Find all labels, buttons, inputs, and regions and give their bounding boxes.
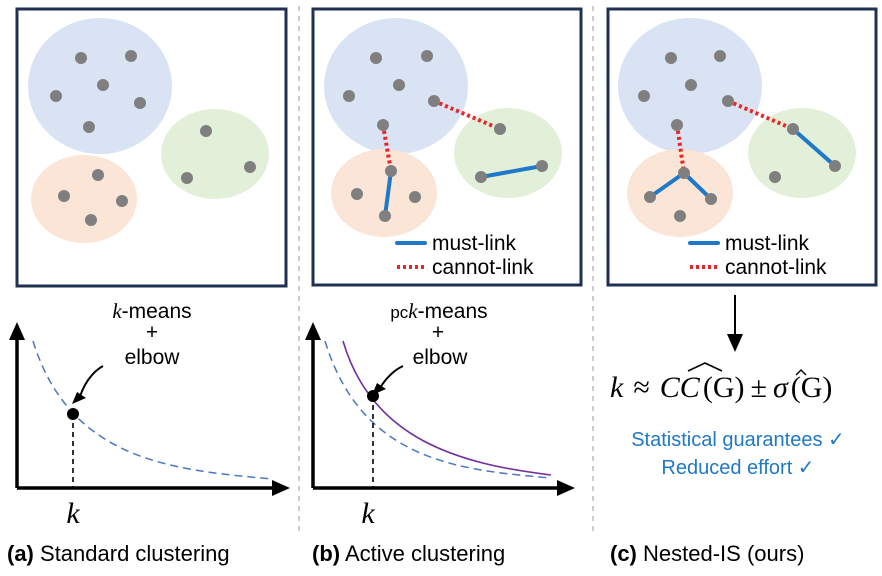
must-link-label: must-link (432, 232, 517, 255)
method-title-a: k-means (112, 299, 191, 323)
elbow-curve-a (32, 340, 274, 480)
estimate-formula: k≈CC(G)±σ(G) (610, 371, 832, 404)
cluster-orange-a (31, 155, 137, 243)
elbow-label-a: elbow (125, 346, 181, 369)
elbow-label-b: elbow (413, 346, 469, 369)
cluster-orange-b (331, 149, 437, 237)
guarantee-effort: Reduced effort ✓ (661, 457, 814, 479)
cluster-scatter-b: must-link cannot-link (311, 7, 583, 287)
panel-c: must-link cannot-link k≈CC(G)±σ(G) Stati… (606, 7, 878, 566)
method-title-b: pck-means (390, 299, 487, 323)
must-link-edge (648, 171, 686, 199)
must-link-label: must-link (725, 232, 810, 255)
constraint-links-c (648, 99, 837, 201)
must-link-edge (791, 127, 837, 168)
cc-hat (687, 362, 723, 372)
panel-b: must-link cannot-link pck-means + elbow … (305, 7, 583, 566)
cluster-green-c (748, 108, 856, 198)
cluster-scatter-c: must-link cannot-link (606, 7, 878, 287)
elbow-point-a (67, 408, 79, 420)
link-legend-b: must-link cannot-link (395, 232, 534, 279)
cluster-orange-c (627, 149, 733, 237)
plus-sign-a: + (146, 321, 158, 344)
cannot-link-label: cannot-link (432, 256, 534, 279)
cannot-link-label: cannot-link (725, 256, 827, 279)
caption-c: (c) Nested-IS (ours) (610, 541, 804, 566)
plot-axes-b (311, 335, 560, 490)
sigma-hat (795, 369, 807, 376)
elbow-pointer-b (378, 365, 404, 391)
panel-a: k-means + elbow k (a) Standard clusterin… (7, 7, 290, 566)
elbow-plot-b (305, 322, 575, 496)
down-arrow (727, 295, 743, 352)
cluster-green-b (454, 108, 562, 198)
elbow-plot-a (9, 322, 290, 496)
k-axis-label-a: k (66, 497, 80, 530)
link-legend-c: must-link cannot-link (688, 232, 827, 279)
must-link-edge (383, 169, 393, 218)
guarantee-statistical: Statistical guarantees ✓ (631, 429, 845, 451)
data-points-c (638, 50, 841, 222)
must-link-edge (682, 171, 713, 201)
constrained-curve-b (342, 340, 552, 476)
elbow-point-b (367, 390, 379, 402)
elbow-pointer-a (78, 365, 104, 401)
caption-b: (b) Active clustering (312, 541, 505, 566)
plot-axes-a (15, 335, 276, 490)
data-points-b (343, 50, 548, 222)
cannot-link-edge (675, 124, 686, 174)
cannot-link-edge (381, 124, 393, 172)
must-link-edge (479, 164, 544, 179)
caption-a: (a) Standard clustering (7, 541, 230, 566)
data-points-a (50, 50, 256, 226)
constraint-links-b (381, 99, 544, 218)
baseline-curve-b (324, 340, 552, 479)
plus-sign-b: + (432, 321, 444, 344)
cluster-scatter-a (15, 7, 288, 288)
k-axis-label-b: k (361, 497, 375, 530)
cluster-green-a (161, 109, 269, 199)
